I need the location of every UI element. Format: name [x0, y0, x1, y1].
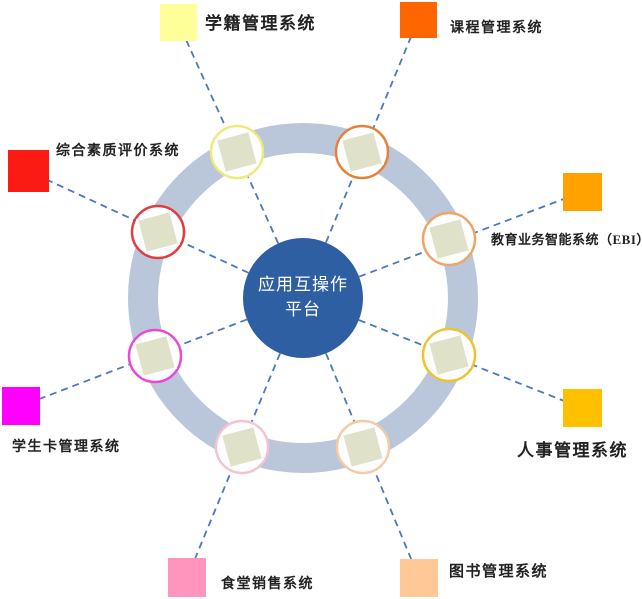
node-diamond: [132, 333, 178, 379]
system-label-library-management: 图书管理系统: [449, 564, 549, 580]
system-square-hr-management: [563, 389, 602, 427]
node-diamond: [426, 332, 472, 378]
system-square-canteen-sales: [168, 558, 206, 597]
platform-ring: [128, 123, 478, 473]
hub-circle: [243, 238, 363, 358]
ring-node-canteen-sales: [214, 419, 270, 475]
node-diamond: [214, 129, 260, 175]
system-square-student-card: [2, 387, 40, 425]
ring-node-student-registration: [209, 124, 265, 180]
system-square-quality-evaluation: [8, 150, 49, 192]
system-label-education-bi: 教育业务智能系统（EBI）: [491, 232, 642, 247]
system-square-library-management: [400, 559, 438, 597]
ring-node-student-card: [127, 328, 183, 384]
system-square-education-bi: [563, 173, 602, 211]
hub-label: 应用互操作 平台: [243, 238, 363, 358]
ring-node-hr-management: [421, 327, 477, 383]
hub-label-line1: 应用互操作: [258, 275, 348, 295]
system-square-course-management: [400, 2, 437, 38]
node-diamond: [135, 209, 181, 255]
node-diamond: [219, 424, 265, 470]
ring-node-education-bi: [421, 211, 477, 267]
system-label-hr-management: 人事管理系统: [517, 441, 628, 460]
node-diamond: [340, 424, 386, 470]
system-label-student-registration: 学籍管理系统: [205, 14, 316, 33]
system-label-quality-evaluation: 综合素质评价系统: [56, 144, 180, 159]
system-label-canteen-sales: 食堂销售系统: [221, 577, 314, 592]
node-diamond: [339, 129, 385, 175]
ring-node-library-management: [335, 419, 391, 475]
node-diamond: [426, 216, 472, 262]
system-label-course-management: 课程管理系统: [450, 21, 543, 36]
ring-node-course-management: [334, 124, 390, 180]
system-label-student-card: 学生卡管理系统: [12, 440, 121, 455]
hub-label-line2: 平台: [285, 300, 321, 319]
ring-node-quality-evaluation: [130, 204, 186, 260]
system-square-student-registration: [160, 4, 197, 41]
